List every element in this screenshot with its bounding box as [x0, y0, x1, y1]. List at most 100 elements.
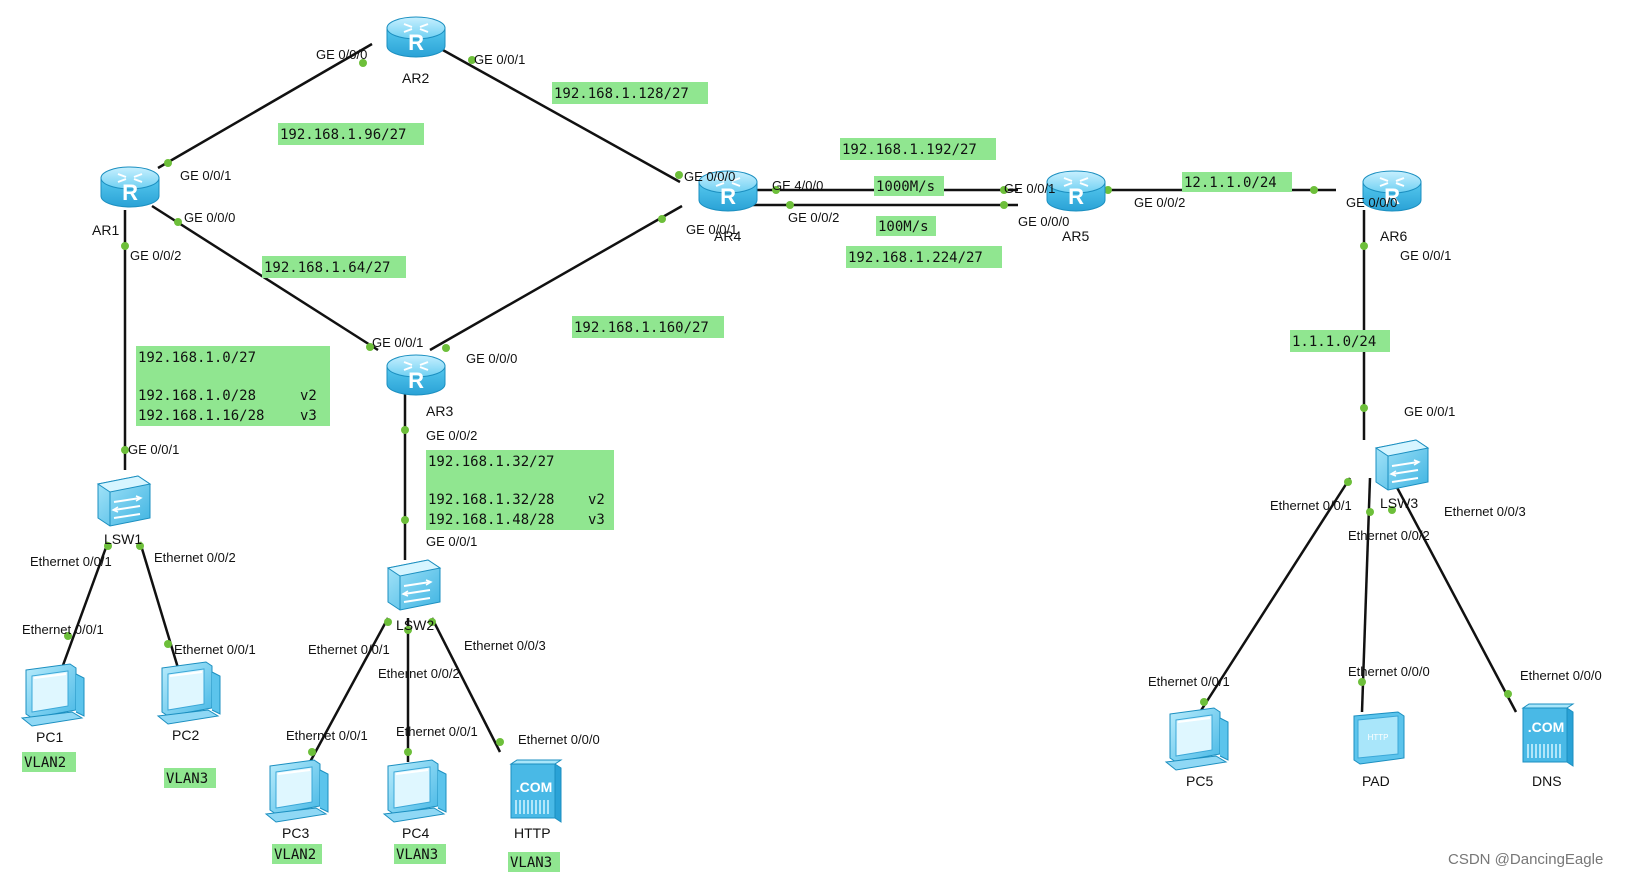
device-label-ar4: AR4 [714, 228, 741, 244]
lan1-vlan3-tag: v3 [300, 408, 317, 424]
port-label: GE 4/0/0 [772, 178, 823, 193]
port-label: GE 0/0/0 [1346, 195, 1397, 210]
pc-icon [1165, 707, 1229, 771]
network-labels: 192.168.1.96/27 192.168.1.128/27 192.168… [138, 86, 1376, 528]
port-label: Ethernet 0/0/3 [1444, 504, 1526, 519]
vlan-label-pc2: VLAN3 [166, 771, 208, 787]
link-lsw3-pc5 [1198, 477, 1352, 713]
switch-icon [97, 475, 151, 527]
port-label: Ethernet 0/0/1 [1270, 498, 1352, 513]
port-label: GE 0/0/1 [686, 222, 737, 237]
link-lsw1-pc1 [60, 541, 110, 669]
port-label: Ethernet 0/0/1 [30, 554, 112, 569]
device-label-pc2: PC2 [172, 727, 199, 743]
pc-icon [265, 759, 329, 823]
switch-lsw2[interactable] [387, 559, 441, 611]
port-label: Ethernet 0/0/3 [464, 638, 546, 653]
pc-pc2[interactable] [157, 661, 221, 725]
port-dots [64, 56, 1512, 756]
pc-pc3[interactable] [265, 759, 329, 823]
port-label: GE 0/0/1 [1404, 404, 1455, 419]
vlan-labels: VLAN2 VLAN3 VLAN2 VLAN3 VLAN3 [24, 755, 552, 871]
device-label-pc5: PC5 [1186, 773, 1213, 789]
port-label: GE 0/0/2 [788, 210, 839, 225]
router-ar5[interactable] [1046, 170, 1106, 212]
link-lsw1-pc2 [138, 541, 180, 669]
lan2-vlan3-subnet: 192.168.1.48/28 [428, 512, 554, 528]
device-label-pad: PAD [1362, 773, 1390, 789]
device-label-ar3: AR3 [426, 403, 453, 419]
device-label-pc1: PC1 [36, 729, 63, 745]
port-label: Ethernet 0/0/0 [1520, 668, 1602, 683]
port-label: GE 0/0/2 [1134, 195, 1185, 210]
device-label-lsw2: LSW2 [396, 617, 434, 633]
device-label-lsw1: LSW1 [104, 531, 142, 547]
port-label: Ethernet 0/0/1 [174, 642, 256, 657]
link-ar4-ar3 [429, 204, 683, 352]
server-com-icon [1522, 703, 1574, 767]
router-icon [386, 354, 446, 396]
pc-pc5[interactable] [1165, 707, 1229, 771]
subnet-label: 192.168.1.192/27 [842, 142, 977, 158]
vlan-label-pc4: VLAN3 [396, 847, 438, 863]
port-label: GE 0/0/1 [474, 52, 525, 67]
server-http[interactable]: .COM [510, 759, 562, 823]
lan2-vlan3-tag: v3 [588, 512, 605, 528]
subnet-label: 192.168.1.64/27 [264, 260, 390, 276]
router-ar3[interactable] [386, 354, 446, 396]
port-label: Ethernet 0/0/1 [286, 728, 368, 743]
pc-icon [383, 759, 447, 823]
vlan-label-pc3: VLAN2 [274, 847, 316, 863]
port-label: Ethernet 0/0/1 [396, 724, 478, 739]
pc-pc1[interactable] [21, 663, 85, 727]
port-label: GE 0/0/0 [316, 47, 367, 62]
router-icon [1046, 170, 1106, 212]
port-label: GE 0/0/1 [372, 335, 423, 350]
port-label: GE 0/0/2 [130, 248, 181, 263]
watermark: CSDN @DancingEagle [1448, 851, 1603, 868]
port-label: GE 0/0/0 [184, 210, 235, 225]
tablet-pad[interactable]: HTTP [1353, 711, 1405, 765]
lan2-vlan2-tag: v2 [588, 492, 605, 508]
port-label: Ethernet 0/0/0 [1348, 664, 1430, 679]
port-label: GE 0/0/1 [128, 442, 179, 457]
subnet-label: 192.168.1.160/27 [574, 320, 709, 336]
subnet-label: 192.168.1.96/27 [280, 127, 406, 143]
port-label: GE 0/0/0 [466, 351, 517, 366]
port-label: GE 0/0/0 [684, 169, 735, 184]
link-lsw3-pad [1360, 477, 1372, 713]
device-labels: AR2 AR1 AR3 AR4 AR5 AR6 LSW1 LSW2 LSW3 P… [36, 70, 1562, 841]
switch-lsw3[interactable] [1375, 439, 1429, 491]
switch-icon [1375, 439, 1429, 491]
link-lsw2-pc3 [308, 617, 390, 763]
http-badge: .COM [516, 779, 553, 795]
vlan-label-pc1: VLAN2 [24, 755, 66, 771]
port-label: GE 0/0/1 [1400, 248, 1451, 263]
router-ar2[interactable] [386, 16, 446, 58]
port-label: Ethernet 0/0/2 [1348, 528, 1430, 543]
port-label: GE 0/0/2 [426, 428, 477, 443]
speed-label-1000m: 1000M/s [876, 179, 935, 195]
switch-lsw1[interactable] [97, 475, 151, 527]
dns-badge: .COM [1528, 719, 1565, 735]
link-lsw2-http [430, 617, 502, 753]
subnet-label: 12.1.1.0/24 [1184, 175, 1277, 191]
pc-pc4[interactable] [383, 759, 447, 823]
port-label: Ethernet 0/0/1 [1148, 674, 1230, 689]
device-label-http: HTTP [514, 825, 551, 841]
server-dns[interactable]: .COM [1522, 703, 1574, 767]
port-label: GE 0/0/1 [1004, 181, 1055, 196]
lan1-subnet-block: 192.168.1.0/27 192.168.1.0/28 v2 192.168… [138, 350, 317, 424]
lan1-vlan2-tag: v2 [300, 388, 317, 404]
router-ar1[interactable] [100, 166, 160, 208]
lan1-vlan2-subnet: 192.168.1.0/28 [138, 388, 256, 404]
device-label-ar1: AR1 [92, 222, 119, 238]
lan2-supernet: 192.168.1.32/27 [428, 454, 554, 470]
link-lsw3-dns [1390, 477, 1518, 713]
router-icon [100, 166, 160, 208]
lan1-vlan3-subnet: 192.168.1.16/28 [138, 408, 264, 424]
device-label-ar2: AR2 [402, 70, 429, 86]
vlan-label-http: VLAN3 [510, 855, 552, 871]
